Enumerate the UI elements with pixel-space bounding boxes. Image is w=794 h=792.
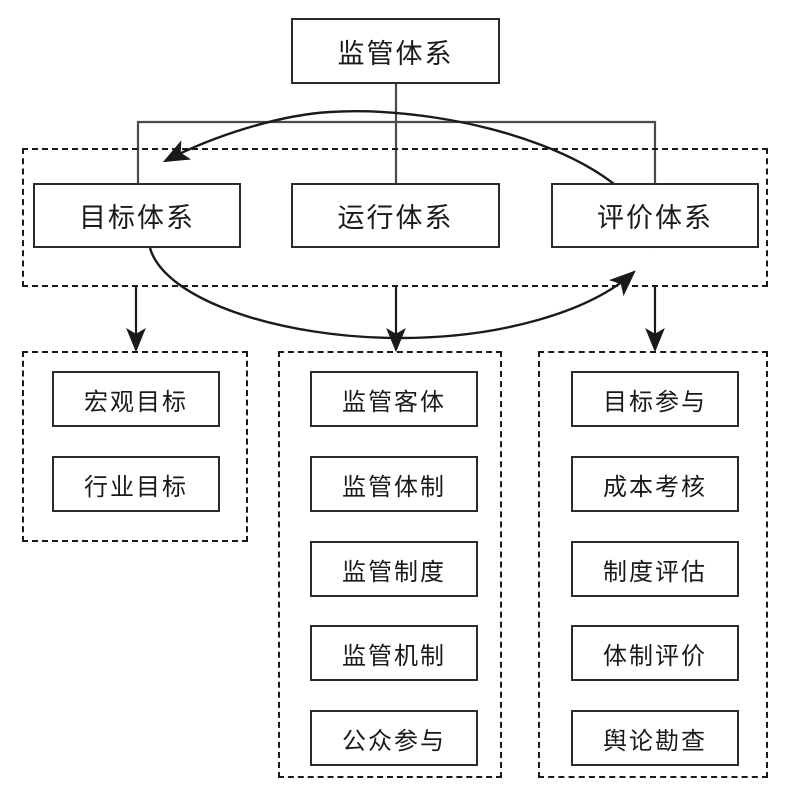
node-industry-objective[interactable]: 行业目标 — [52, 456, 220, 512]
group-top-level-system — [22, 148, 768, 287]
node-structure-evaluation[interactable]: 体制评价 — [571, 625, 739, 681]
node-supervision-object[interactable]: 监管客体 — [310, 371, 478, 427]
node-objective-participation[interactable]: 目标参与 — [571, 371, 739, 427]
node-evaluation-system[interactable]: 评价体系 — [551, 183, 759, 248]
node-supervision-structure[interactable]: 监管体制 — [310, 456, 478, 512]
node-supervision-institution[interactable]: 监管制度 — [310, 541, 478, 597]
node-macro-objective[interactable]: 宏观目标 — [52, 371, 220, 427]
node-operation-system[interactable]: 运行体系 — [291, 183, 500, 248]
node-institution-evaluation[interactable]: 制度评估 — [571, 541, 739, 597]
node-public-participation[interactable]: 公众参与 — [310, 710, 478, 766]
node-objective-system[interactable]: 目标体系 — [33, 183, 241, 248]
node-root-supervision-system[interactable]: 监管体系 — [291, 18, 500, 84]
node-public-opinion-survey[interactable]: 舆论勘查 — [571, 710, 739, 766]
group-operation-system-children — [278, 351, 502, 778]
node-supervision-mechanism[interactable]: 监管机制 — [310, 625, 478, 681]
node-cost-assessment[interactable]: 成本考核 — [571, 456, 739, 512]
group-evaluation-system-children — [538, 351, 768, 778]
group-objective-system-children — [22, 351, 248, 542]
